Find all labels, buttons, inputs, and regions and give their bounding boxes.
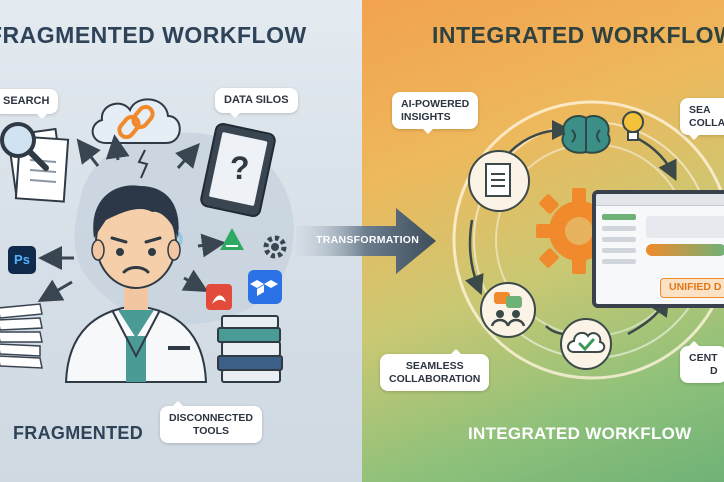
lightning-crack-icon: [137, 149, 149, 179]
data-silos-callout: DATA SILOS: [215, 88, 298, 119]
centralized-data-callout: CENT D: [680, 340, 724, 384]
integrated-title: INTEGRATED WORKFLOW: [432, 22, 724, 48]
transformation-label: TRANSFORMATION: [316, 234, 420, 246]
fragmented-title: FRAGMENTED WORKFLOW: [0, 22, 307, 48]
ai-insights-callout: AI-POWERED INSIGHTS: [392, 92, 479, 135]
cent-line2: D: [710, 364, 718, 377]
integrated-panel: INTEGRATED WORKFLOW: [362, 0, 724, 482]
data-silos-callout-text: DATA SILOS: [224, 94, 289, 106]
paper-pile-icon: [0, 303, 43, 369]
search-callout: SEARCH: [0, 89, 59, 120]
magnifier-icon: [0, 122, 49, 171]
seamless-line2: COLLABORATION: [389, 372, 481, 385]
seacol-line2: COLLA: [689, 116, 724, 129]
pdf-app-icon: [206, 284, 232, 310]
android-app-icon: [220, 228, 244, 250]
seamless-collaboration-callout: SEAMLESS COLLABORATION: [380, 348, 490, 392]
cent-line1: CENT: [689, 352, 718, 364]
cloud-check-node-icon: [560, 318, 612, 370]
dashboard-progress-bar: [646, 244, 724, 256]
search-callout-text: SEARCH: [3, 95, 50, 107]
dashboard-sidebar: [602, 214, 636, 264]
disconnected-line1: DISCONNECTED: [169, 412, 254, 424]
unified-dashboard-button[interactable]: UNIFIED D: [660, 278, 724, 298]
seamless-collaboration-callout-top: SEA COLLA: [680, 98, 724, 141]
lightbulb-icon: [622, 111, 644, 141]
book-stack-icon: [217, 315, 283, 383]
chaos-arrows: [37, 134, 226, 303]
disconnected-line2: TOOLS: [193, 424, 229, 437]
dropbox-app-icon: [248, 270, 282, 304]
collaboration-node-icon: [480, 282, 536, 338]
photoshop-app-icon: Ps: [8, 246, 36, 274]
ai-line1: AI-POWERED: [401, 98, 470, 110]
seamless-line1: SEAMLESS: [405, 360, 464, 372]
transformation-arrow-icon: [296, 208, 436, 274]
document-node-icon: [468, 150, 530, 212]
fragmented-bottom-label: FRAGMENTED: [13, 423, 143, 443]
stressed-person-illustration: [64, 185, 208, 383]
integrated-bottom-label: INTEGRATED WORKFLOW: [468, 424, 692, 443]
brain-icon: [561, 115, 611, 154]
tablet-question-glyph: ?: [230, 150, 250, 186]
photoshop-label: Ps: [14, 252, 30, 267]
ai-line2: INSIGHTS: [401, 110, 451, 123]
dashboard-titlebar: [596, 194, 724, 206]
seacol-line1: SEA: [689, 104, 711, 116]
gear-icon: [263, 235, 287, 259]
tablet-icon: [200, 122, 276, 218]
disconnected-tools-callout: DISCONNECTED TOOLS: [160, 400, 263, 444]
dashboard-card: [646, 216, 724, 238]
